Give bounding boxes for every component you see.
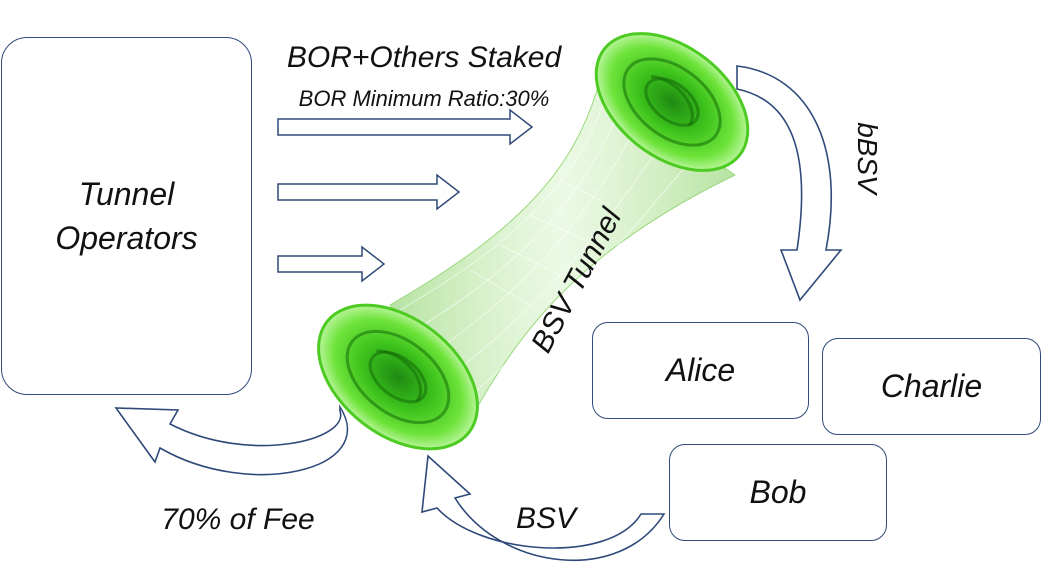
fee-arrow [114,404,349,476]
bsv-label: BSV [516,502,579,535]
stake-arrows [277,108,534,283]
bbsv-label: bBSV [852,122,883,196]
fee-label: 70% of Fee [161,503,314,536]
tunnel-operators-box: Tunnel Operators [1,37,252,395]
stake-subtitle: BOR Minimum Ratio:30% [299,86,550,111]
flow-arrows [114,65,843,562]
alice-label: Alice [665,352,736,388]
stake-arrow-1 [277,108,534,146]
charlie-box: Charlie [822,338,1041,435]
stake-arrow-3 [277,245,386,283]
tunnel-operators-label: Tunnel Operators [55,176,198,256]
bob-box: Bob [669,444,887,541]
stake-title: BOR+Others Staked [287,41,563,74]
bsv-arrow [421,454,666,562]
charlie-label: Charlie [880,368,983,404]
bsv-tunnel-graphic [317,32,750,451]
bob-label: Bob [749,474,807,510]
tunnel-portal-bottom [317,303,479,451]
bbsv-arrow [736,65,843,302]
stake-arrow-2 [277,173,461,211]
tunnel-portal-top [594,32,750,172]
alice-box: Alice [592,322,809,419]
